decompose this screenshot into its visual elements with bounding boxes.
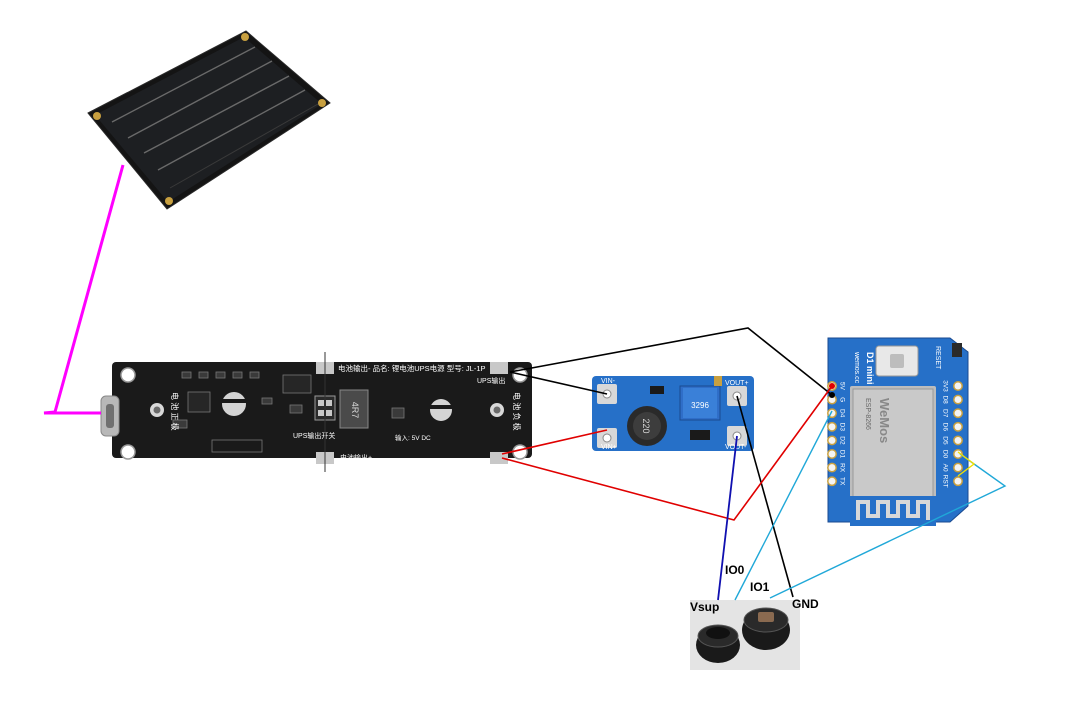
d1-left-pin-label: RX [839,463,846,473]
boost-vout-plus: VOUT+ [725,380,749,387]
ups-input-spec: 输入: 5V DC [395,433,431,442]
d1-mini-board: RESET wemos.cc D1 mini WeMos ESP-8266 5V… [827,337,969,526]
d1-right-pin-label: RST [942,475,949,488]
d1-title: D1 mini [865,352,875,385]
d1-site: wemos.cc [853,351,860,384]
d1-right-pin-label: D7 [942,409,949,418]
label-gnd: GND [792,597,819,611]
d1-left-pin-label: 5V [839,382,846,391]
boost-inductor-label: 220 [641,418,651,433]
d1-right-pin-d7[interactable] [953,408,963,419]
wire-boost-vout-minus-to-gnd [736,395,794,598]
d1-right-pin-d6[interactable] [953,421,963,432]
ups-switch-label: UPS输出开关 [293,431,335,440]
wire-solar [43,164,125,415]
wire-d0-rst [957,451,976,477]
ups-board: 4R7 电池输出- 品名: 锂电池UPS电源 型号: JL-1P UPS输出 U… [100,352,532,472]
ups-header-text: 电池输出- 品名: 锂电池UPS电源 型号: JL-1P [338,363,486,373]
d1-right-pin-label: D0 [942,450,949,459]
wires [43,164,1007,601]
d1-right-pin-3v3[interactable] [953,381,963,391]
wire-ups-pos-to-boost [501,429,608,455]
d1-left-pin-label: TX [839,477,846,486]
d1-left-pin-label: D2 [839,436,846,445]
ups-side-right-label: 电 池 负 极 [512,392,522,431]
d1-right-pin-d5[interactable] [953,435,963,446]
boost-vin-minus: VIN- [601,378,616,385]
boost-converter: VIN- VIN+ VOUT+ VOUT- 220 3296 [592,376,754,451]
d1-left-pin-label: D3 [839,423,846,432]
d1-right-pin-label: D8 [942,395,949,404]
d1-left-pin-rx[interactable] [827,462,837,473]
d1-right-pin-label: D6 [942,423,949,432]
label-vsup: Vsup [690,600,719,614]
label-io0: IO0 [725,563,745,577]
d1-chip-model: ESP-8266 [864,398,871,430]
wire-vsup [717,435,738,601]
d1-reset-label: RESET [934,346,941,370]
d1-left-pin-tx[interactable] [827,476,837,487]
d1-right-pin-label: A0 [942,464,949,472]
wire-ups-neg-to-d1 [509,327,833,396]
d1-right-pin-d8[interactable] [953,394,963,405]
ups-side-left-label: 电 池 正 极 [170,392,180,431]
label-io1: IO1 [750,580,770,594]
d1-brand: WeMos [877,398,892,443]
d1-right-pin-label: D5 [942,436,949,445]
ups-out-top-label: UPS输出 [477,376,505,385]
wire-io1 [769,453,1007,599]
ups-inductor-label: 4R7 [350,402,360,419]
sensor-pair [690,600,800,670]
d1-right-pin-label: 3V3 [942,380,949,392]
d1-left-pin-d2[interactable] [827,435,837,446]
d1-left-pin-d1[interactable] [827,449,837,459]
d1-left-pin-label: G [839,397,846,402]
d1-left-pin-label: D4 [839,409,846,418]
d1-left-pin-label: D1 [839,450,846,459]
solar-panel [87,30,331,210]
d1-left-pin-d3[interactable] [827,421,837,432]
d1-right-pin-a0[interactable] [953,462,963,473]
boost-pot-label: 3296 [691,401,709,410]
wire-ups-neg-to-boost [509,371,608,395]
wire-io0 [734,410,833,601]
boost-vin-plus: VIN+ [601,444,617,451]
wire-ups-pos-to-5v [501,385,833,521]
d1-right-pin-rst[interactable] [953,476,963,487]
d1-right-pin-d0[interactable] [953,449,963,459]
ups-battery-plus-label: 电池输出+ [340,453,372,462]
